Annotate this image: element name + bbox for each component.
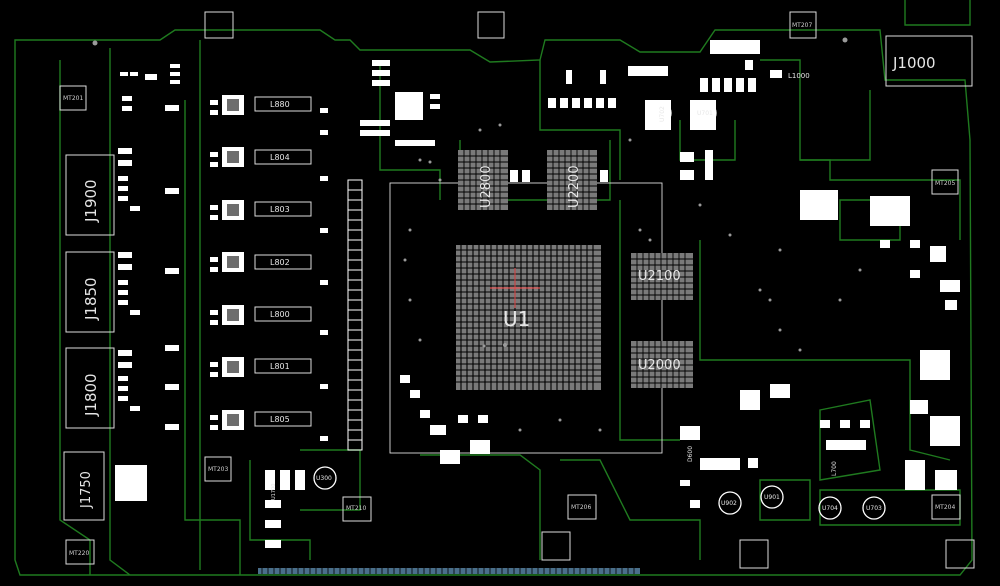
label-mt206: MT206 — [571, 504, 591, 511]
round-parts — [313, 101, 886, 520]
j1750-outline — [63, 451, 105, 521]
vrm-power-stage-cores — [227, 99, 239, 426]
label-inductor: L805 — [270, 415, 290, 424]
label-inductor: L802 — [270, 258, 290, 267]
resistor-ladder — [347, 179, 363, 451]
label-j1850: J1850 — [82, 277, 100, 321]
label-mt207: MT207 — [792, 22, 812, 29]
label-inductor: L801 — [270, 362, 290, 371]
label-u2000: U2000 — [638, 358, 681, 373]
board-traces — [14, 0, 973, 576]
j1000-outline — [885, 35, 973, 87]
label-u902: U902 — [721, 500, 737, 507]
gpu-center-marker — [490, 268, 540, 308]
label-inductor: L880 — [270, 100, 290, 109]
label-u300: U300 — [316, 475, 332, 482]
label-j1900: J1900 — [82, 179, 100, 223]
left-connectors — [63, 35, 973, 521]
u2100-bga — [631, 253, 693, 300]
label-u2100: U2100 — [638, 269, 681, 284]
label-mt204: MT204 — [935, 504, 955, 511]
label-u704: U704 — [822, 505, 838, 512]
label-u2200: U2200 — [567, 165, 582, 208]
j1850-outline — [65, 251, 115, 333]
label-gpu-u1: U1 — [503, 307, 530, 331]
label-mt210: MT210 — [346, 505, 366, 512]
u2000-bga — [631, 341, 693, 388]
label-inductor: L800 — [270, 310, 290, 319]
label-mt203: MT203 — [208, 466, 228, 473]
label-u2800: U2800 — [479, 165, 494, 208]
j1800-outline — [65, 347, 115, 429]
edge-connector-fingers — [258, 568, 640, 574]
label-mt220: MT220 — [69, 550, 89, 557]
vrm-inductor-outlines — [254, 96, 312, 427]
label-inductor: L803 — [270, 205, 290, 214]
label-j1800: J1800 — [82, 373, 100, 417]
gpu-package-outline — [389, 182, 663, 454]
label-u701: U701 — [697, 110, 713, 117]
label-u1700: U1700 — [271, 484, 277, 500]
label-inductor: L804 — [270, 153, 290, 162]
label-l700: L700 — [831, 461, 838, 476]
gpu-bga-pattern — [456, 245, 601, 390]
label-j1750: J1750 — [79, 471, 94, 509]
label-l1000: L1000 — [788, 72, 810, 80]
label-j1000: J1000 — [892, 54, 936, 72]
label-u703: U703 — [866, 505, 882, 512]
j1900-outline — [65, 154, 115, 236]
label-u702: U702 — [659, 106, 666, 122]
mounting-holes — [59, 11, 975, 569]
label-d600: D600 — [687, 446, 694, 462]
edge-connector-pins — [261, 568, 635, 574]
label-mt201: MT201 — [63, 95, 83, 102]
gpu-bga-grid — [456, 245, 601, 390]
label-u901: U901 — [764, 494, 780, 501]
memory-bga-pattern — [458, 150, 693, 388]
vias — [92, 37, 862, 432]
label-mt205: MT205 — [935, 180, 955, 187]
